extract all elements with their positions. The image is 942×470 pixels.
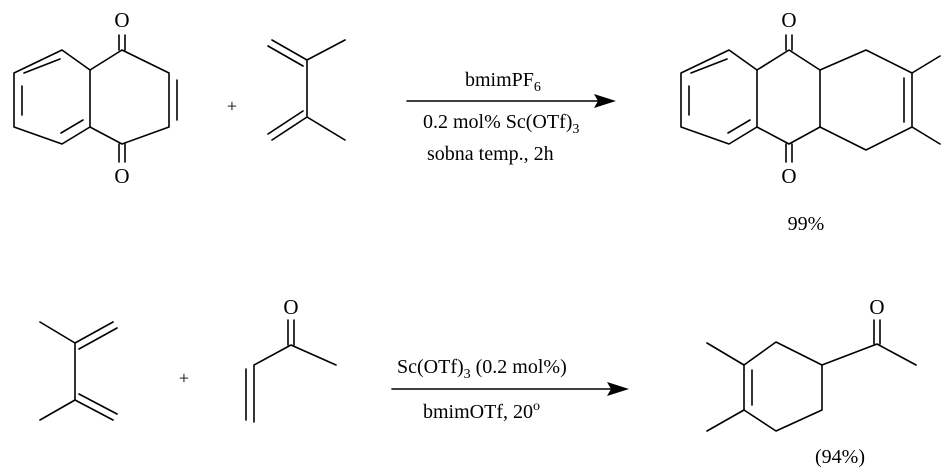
cyclohexene-ketone-structure: O: [706, 295, 917, 432]
adduct-oxygen-bottom: O: [781, 164, 796, 188]
naphthoquinone-benzene-ring: [13, 49, 91, 145]
naphthoquinone-structure: O O: [13, 8, 178, 188]
condition-temperature-time: sobna temp., 2h: [427, 143, 554, 165]
mvk-carbonyl-bond: [287, 319, 295, 346]
adduct-benzene-ring: [680, 49, 758, 145]
condition-solvent-bmimPF6: bmimPF6: [465, 69, 541, 95]
yield-1: 99%: [788, 213, 825, 235]
naphthoquinone-oxygen-bottom: O: [114, 164, 129, 188]
acetyl-group-bonds: [821, 343, 917, 366]
adduct-methyl-groups: [911, 55, 941, 145]
acetyl-oxygen: O: [869, 295, 884, 319]
reaction-arrow-1: [406, 94, 616, 108]
dimethylbutadiene-2-double-bonds: [78, 327, 118, 415]
dimethylbutadiene-structure-2: [39, 321, 118, 421]
adduct-carbonyl-bonds: [785, 34, 793, 163]
mvk-oxygen: O: [283, 295, 298, 319]
condition-solvent-temperature: bmimOTf, 20o: [423, 399, 540, 423]
naphthoquinone-oxygen-top: O: [114, 8, 129, 32]
arrow-1-head: [594, 94, 616, 108]
adduct-middle-ring: [756, 49, 821, 145]
dimethylbutadiene-1-double-bonds: [267, 45, 304, 135]
cyclohexene-methyl-groups: [706, 342, 745, 432]
acetyl-carbonyl-bond: [873, 319, 881, 345]
naphthoquinone-carbonyl-bonds: [118, 34, 126, 163]
cyclohexene-ring: [743, 341, 823, 432]
plus-sign-1: +: [227, 96, 237, 116]
naphthoquinone-aromatic-double-bonds: [21, 58, 84, 134]
methyl-vinyl-ketone-structure: O: [245, 295, 337, 423]
reaction-arrow-2: [391, 382, 629, 396]
naphthoquinone-quinone-ring: [89, 49, 170, 145]
dimethylbutadiene-1-bonds: [271, 39, 346, 141]
condition-catalyst-1: 0.2 mol% Sc(OTf)3: [423, 111, 579, 137]
arrow-2-head: [607, 382, 629, 396]
anthraquinone-adduct-structure: O O: [680, 8, 941, 188]
dimethylbutadiene-structure-1: [267, 39, 346, 141]
adduct-oxygen-top: O: [781, 8, 796, 32]
dimethylbutadiene-2-bonds: [39, 321, 114, 421]
yield-2: (94%): [815, 446, 865, 468]
adduct-cyclohexene-ring: [819, 49, 913, 151]
plus-sign-2: +: [179, 368, 189, 388]
adduct-aromatic-double-bonds: [688, 58, 751, 134]
mvk-backbone-bonds: [253, 344, 337, 423]
condition-catalyst-2: Sc(OTf)3 (0.2 mol%): [397, 356, 567, 382]
